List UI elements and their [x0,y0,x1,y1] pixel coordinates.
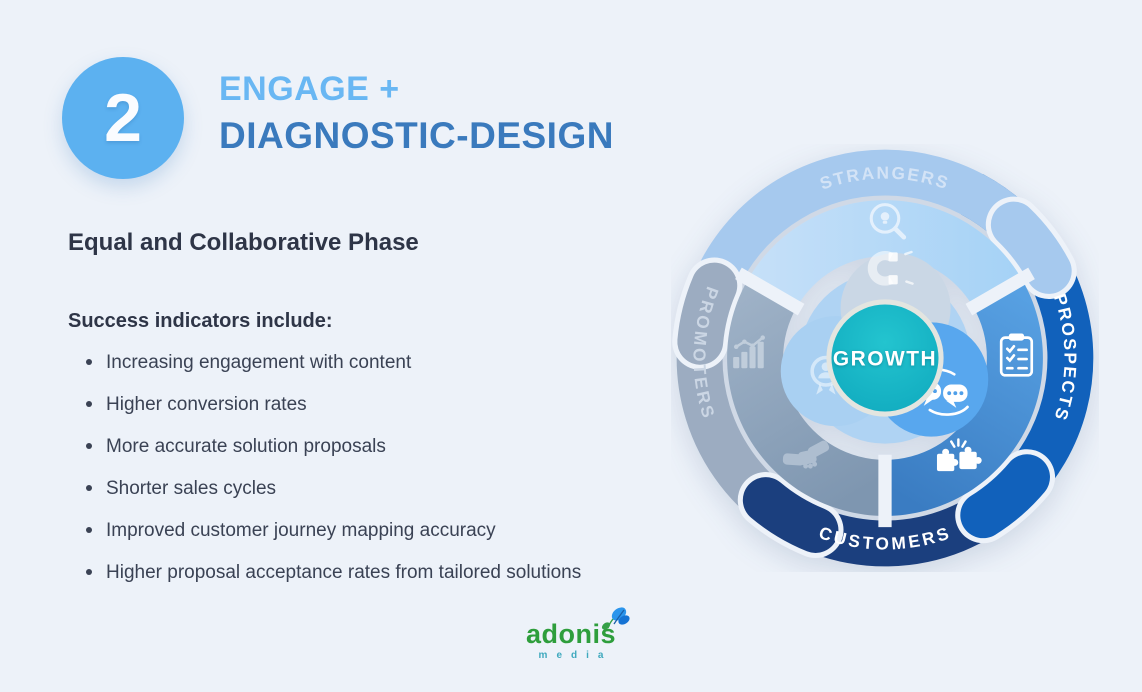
success-indicators-title: Success indicators include: [68,310,333,332]
page-title-line1: ENGAGE + [219,70,400,108]
outer-ring [672,149,1094,567]
growth-flywheel-diagram: STRANGERS PROSPECTS CUSTOMERS PROMOTERS [672,149,1094,567]
list-item: Higher proposal acceptance rates from ta… [68,562,581,583]
growth-chart-icon [733,335,765,369]
phase-title: Equal and Collaborative Phase [68,229,419,256]
step-number: 2 [104,80,142,156]
delight-wedge [727,279,885,516]
bullet-dot-icon [86,443,92,449]
list-item: Improved customer journey mapping accura… [68,520,581,541]
bullet-dot-icon [86,401,92,407]
puzzle-fit-icon [936,438,982,472]
page-title: ENGAGE + DIAGNOSTIC-DESIGN [219,66,614,160]
list-item: Increasing engagement with content [68,352,581,373]
growth-label: GROWTH [833,348,937,371]
bullet-dot-icon [86,569,92,575]
success-indicators-list: Increasing engagement with content Highe… [68,352,581,604]
handshake-icon [782,440,830,469]
list-item: Higher conversion rates [68,394,581,415]
clipboard-checklist-icon [999,333,1034,377]
bullet-dot-icon [86,527,92,533]
list-item: Shorter sales cycles [68,478,581,499]
bullet-dot-icon [86,485,92,491]
page-title-line2: DIAGNOSTIC-DESIGN [219,115,614,156]
growth-center: GROWTH [826,299,944,417]
butterfly-icon [601,607,630,630]
logo-name: adonis [525,619,616,649]
magnet-icon [867,250,914,286]
company-logo: adonis media [506,607,636,661]
list-item: More accurate solution proposals [68,436,581,457]
search-bulb-icon [869,203,907,240]
step-number-badge: 2 [62,57,184,179]
logo-subtitle: media [538,650,613,661]
bullet-dot-icon [86,359,92,365]
